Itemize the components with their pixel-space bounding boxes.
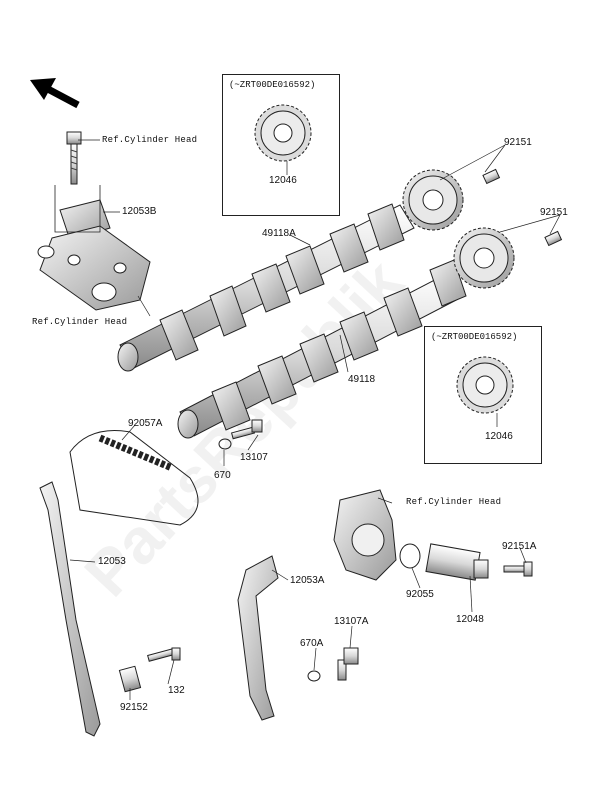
part-670A: 670A [300, 638, 324, 649]
part-12048: 12048 [456, 614, 484, 625]
chain-guide-right [237, 555, 279, 721]
part-670: 670 [214, 470, 231, 481]
inset-top-title: (~ZRT00DE016592) [229, 80, 316, 90]
gasket [399, 543, 421, 569]
cam-chain [69, 430, 199, 526]
ref-cylinder-head-left: Ref.Cylinder Head [32, 317, 128, 327]
part-49118: 49118 [348, 374, 376, 385]
inset-box-top: (~ZRT00DE016592) 12046 [222, 74, 340, 216]
part-92057A: 92057A [128, 418, 163, 429]
direction-arrow-icon [30, 78, 80, 109]
inset-box-right: (~ZRT00DE016592) 12046 [424, 326, 542, 464]
part-92055: 92055 [406, 589, 434, 600]
tensioner-bolt-a [503, 561, 533, 577]
cam-cap-bracket [37, 199, 151, 311]
part-12053: 12053 [98, 556, 126, 567]
part-92151A: 92151A [502, 541, 537, 552]
cylinder-head-bolt [66, 131, 82, 185]
o-ring [218, 438, 232, 450]
ref-cylinder-head-right: Ref.Cylinder Head [406, 497, 502, 507]
guide-pivot-bolt [147, 647, 181, 662]
part-12053B: 12053B [122, 206, 157, 217]
o-ring-a [307, 670, 321, 682]
part-13107A: 13107A [334, 616, 369, 627]
chain-tensioner [425, 543, 489, 581]
part-12053A: 12053A [290, 575, 325, 586]
tensioner-bolt [230, 419, 263, 440]
part-49118A: 49118A [262, 228, 296, 239]
cam-sprocket-upper [402, 169, 464, 231]
sprocket-bolt-upper [482, 168, 501, 185]
ref-cylinder-head-top: Ref.Cylinder Head [102, 135, 198, 145]
part-92152: 92152 [120, 702, 148, 713]
sprocket-bolt-lower [544, 230, 563, 247]
cam-sprocket-lower [453, 227, 515, 289]
inset-top-part-number: 12046 [269, 175, 297, 186]
part-132: 132 [168, 685, 185, 696]
chain-guide-left [39, 481, 101, 737]
tensioner-housing [333, 489, 397, 581]
part-92151-mid: 92151 [540, 207, 568, 218]
inset-right-part-number: 12046 [485, 431, 513, 442]
camshaft-intake [177, 259, 467, 439]
inset-right-title: (~ZRT00DE016592) [431, 332, 518, 342]
guide-bolt-a [337, 647, 359, 681]
part-13107: 13107 [240, 452, 268, 463]
inset-right-sprocket-icon [456, 356, 514, 427]
inset-top-sprocket-icon [254, 104, 312, 175]
camshaft-exhaust [117, 203, 415, 372]
guide-collar [118, 665, 142, 693]
part-92151-top: 92151 [504, 137, 532, 148]
